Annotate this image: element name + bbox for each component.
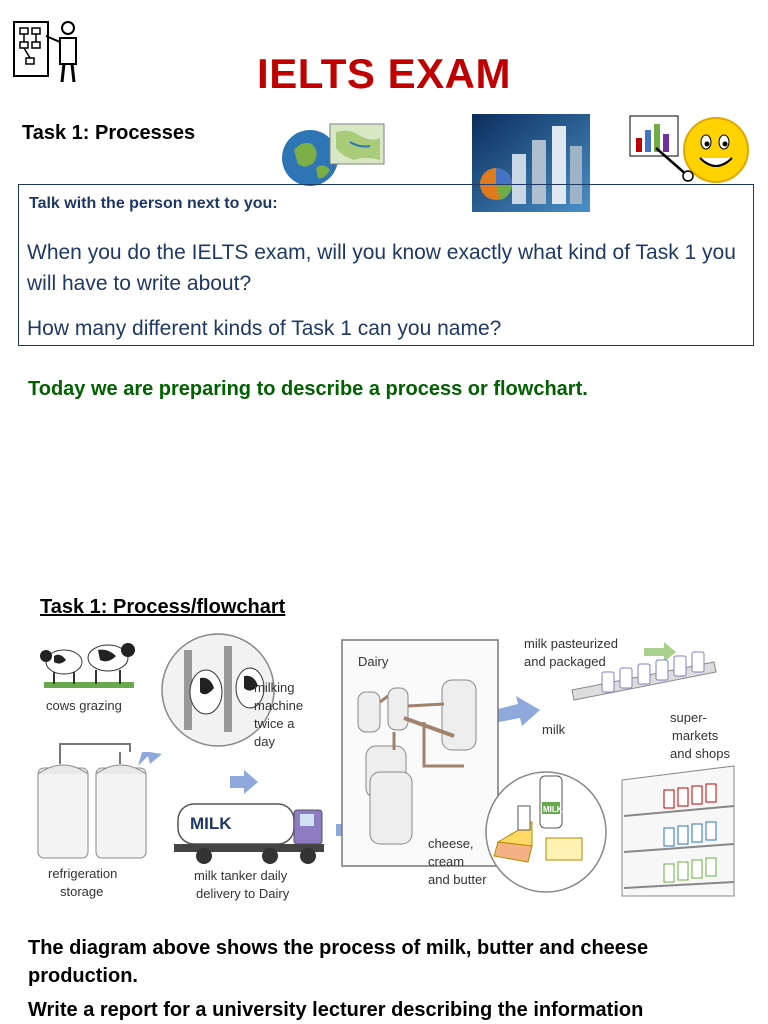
label-refrigeration-1: refrigeration <box>48 866 117 881</box>
label-tanker-1: milk tanker daily <box>194 868 288 883</box>
smiley-chart-icon <box>629 115 749 183</box>
label-cheese-1: cheese, <box>428 836 474 851</box>
arrow-dairy-to-milk <box>486 696 540 726</box>
task-heading: Task 1: Processes <box>22 122 196 144</box>
milk-production-diagram: cows grazing milking machine twice a day… <box>37 633 735 901</box>
label-dairy: Dairy <box>358 654 389 669</box>
milk-bottles-conveyor <box>571 651 717 701</box>
cows-illustration <box>40 643 135 688</box>
truck-milk-label: MILK <box>190 814 232 833</box>
label-refrigeration-2: storage <box>60 884 103 899</box>
diagram-description: The diagram above shows the process of m… <box>28 937 649 987</box>
cheese-butter-illustration: MILK <box>485 771 607 893</box>
label-super-2: markets <box>672 728 719 743</box>
label-cheese-3: and butter <box>428 872 487 887</box>
milk-tanker-truck: MILK <box>174 803 324 864</box>
supermarket-shelves <box>621 765 735 897</box>
label-milking-4: day <box>254 734 275 749</box>
lesson-goal: Today we are preparing to describe a pro… <box>28 378 588 400</box>
label-pasteurized-1: milk pasteurized <box>524 636 618 651</box>
arrow-milking-to-tanker <box>230 770 258 794</box>
arrow-milk-to-shops <box>644 642 676 662</box>
label-cows-grazing: cows grazing <box>46 698 122 713</box>
page-title: IELTS EXAM <box>257 50 511 97</box>
label-cheese-2: cream <box>428 854 464 869</box>
arrow-milking-to-storage <box>138 752 162 766</box>
label-milking-2: machine <box>254 698 303 713</box>
chart-graphic-icon <box>472 114 590 212</box>
refrigeration-tanks <box>37 743 147 859</box>
discussion-box: Talk with the person next to you: When y… <box>18 184 754 346</box>
discussion-label: Talk with the person next to you: <box>29 195 278 212</box>
carton-milk-label: MILK <box>543 805 563 814</box>
label-milking-1: milking <box>254 680 294 695</box>
label-tanker-2: delivery to Dairy <box>196 886 290 901</box>
label-milking-3: twice a <box>254 716 295 731</box>
label-milk: milk <box>542 722 566 737</box>
label-pasteurized-2: and packaged <box>524 654 606 669</box>
label-super-1: super- <box>670 710 707 725</box>
writing-instruction: Write a report for a university lecturer… <box>28 999 644 1021</box>
flowchart-heading: Task 1: Process/flowchart <box>40 596 286 618</box>
question-2: How many different kinds of Task 1 can y… <box>27 317 502 340</box>
question-1: When you do the IELTS exam, will you kno… <box>27 241 736 295</box>
label-super-3: and shops <box>670 746 730 761</box>
flowchart-teacher-icon <box>13 21 77 83</box>
dairy-building <box>341 639 499 867</box>
globe-map-icon <box>282 123 385 186</box>
milking-machine-illustration <box>161 633 275 747</box>
